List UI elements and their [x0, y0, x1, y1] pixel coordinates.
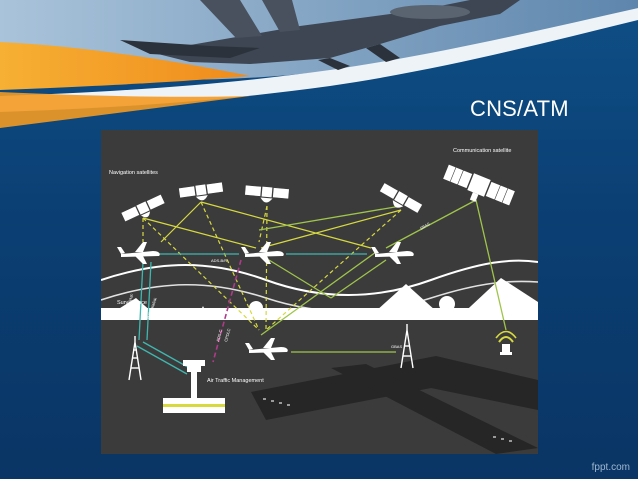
ads-links — [136, 253, 367, 375]
nav-links — [142, 201, 402, 331]
aircraft-approach — [245, 338, 288, 360]
mountain-right — [456, 278, 538, 320]
tree-1 — [249, 301, 263, 315]
satellite-dish-icon — [495, 330, 517, 355]
label-cpdlc: CPDLC — [223, 328, 231, 342]
aircraft-1 — [117, 242, 160, 264]
cns-atm-diagram: Navigation satellites Communication sate… — [101, 130, 538, 454]
watermark: fppt.com — [591, 462, 630, 473]
label-gbas: GBAS — [391, 344, 402, 349]
communication-satellite — [442, 163, 516, 207]
slide-title: CNS/ATM — [470, 96, 569, 121]
label-sbas: SBAS — [419, 221, 431, 231]
nav-satellite-4 — [379, 182, 423, 214]
surveillance-wave-upper — [101, 259, 538, 296]
orange-swoosh — [0, 42, 250, 90]
nav-satellite-2 — [178, 181, 224, 201]
orange-swoosh-lower — [0, 92, 250, 128]
datalink-line — [212, 259, 242, 363]
control-tower — [163, 360, 225, 413]
label-ads-c: ADS-C — [215, 329, 223, 342]
mountain-left — [101, 298, 161, 320]
label-air-traffic-management: Air Traffic Management — [207, 378, 264, 384]
nav-satellite-1 — [120, 193, 166, 223]
surveillance-wave-lower — [101, 280, 538, 313]
mountain-mid — [366, 284, 446, 320]
peak-small-1 — [196, 306, 210, 320]
runway — [251, 356, 538, 454]
label-communication-satellite: Communication satellite — [453, 148, 511, 154]
label-ads-b: ADS-B/R — [211, 258, 227, 263]
aircraft-3 — [371, 242, 414, 264]
label-surveillance: Surveillance — [117, 300, 147, 306]
peak-small-2 — [209, 310, 223, 320]
nav-satellite-3 — [244, 184, 290, 203]
jet-fighter-image — [120, 0, 520, 70]
tree-2 — [439, 296, 455, 312]
nav-links-solid — [142, 201, 402, 249]
comm-links — [258, 199, 507, 353]
antenna-tower-right — [400, 324, 414, 369]
label-navigation-satellites: Navigation satellites — [109, 170, 158, 176]
aircraft-2 — [241, 242, 284, 264]
label-vhf: VHF — [127, 293, 135, 303]
radar-tower-left — [128, 336, 142, 381]
